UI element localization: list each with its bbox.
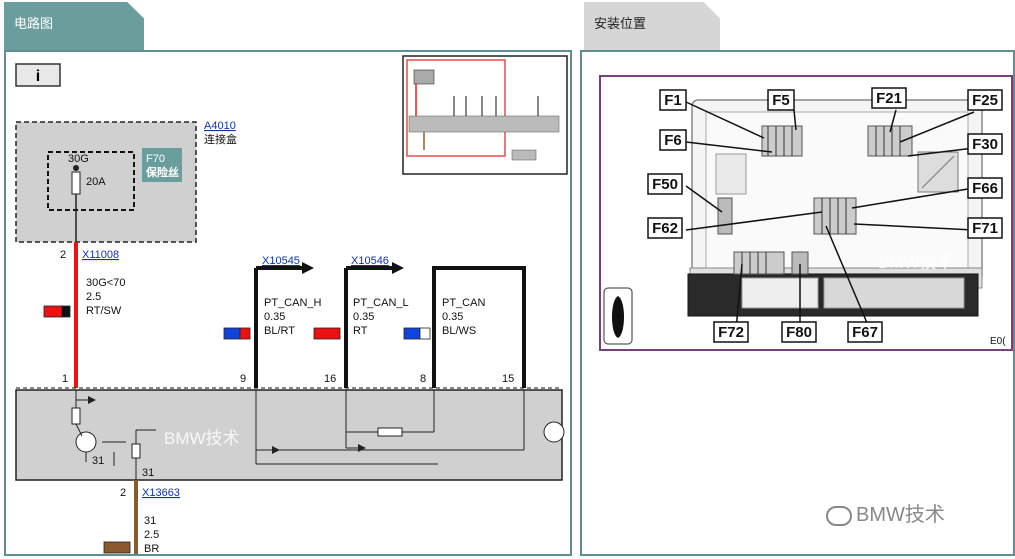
arrow-right-icon	[392, 262, 404, 274]
callout-label-f5: F5	[772, 92, 790, 109]
fuse-terminal	[73, 165, 79, 171]
diagram-thumbnail[interactable]	[402, 55, 568, 175]
wire4-pin2: 15	[502, 373, 514, 385]
callout-label-f66: F66	[972, 180, 998, 197]
wire1-pin: 1	[62, 373, 68, 385]
arrow-right-icon	[302, 262, 314, 274]
callout-box-f72	[713, 321, 749, 343]
callout-label-f30: F30	[972, 136, 998, 153]
wire5-signal: 31	[144, 515, 156, 527]
callout-label-f1: F1	[664, 92, 682, 109]
wire3-color: RT	[353, 325, 368, 337]
wire4-swatch	[403, 327, 431, 340]
photo-watermark: BMW技术	[878, 253, 954, 272]
fuse-name: 保险丝	[145, 165, 179, 179]
wire4-signal: PT_CAN	[442, 297, 485, 309]
transistor-symbol	[75, 431, 97, 453]
fuse-block-f66	[813, 197, 857, 235]
gauge-icon	[543, 421, 565, 443]
callout-label-f71: F71	[972, 220, 998, 237]
wire4-size: 0.35	[442, 311, 463, 323]
callout-label-f21: F21	[876, 90, 902, 107]
connector-top-pin: 2	[60, 249, 66, 261]
wire1-swatch	[43, 305, 71, 318]
wechat-icon	[826, 505, 852, 526]
fuse-pin-label: 30G	[68, 153, 89, 165]
wire2-color: BL/RT	[264, 325, 295, 337]
wire2-size: 0.35	[264, 311, 285, 323]
callout-box-f66	[967, 177, 1003, 199]
fuse-id: F70	[146, 153, 165, 165]
fuse-symbol	[71, 171, 81, 195]
callout-lines	[685, 101, 975, 331]
callout-box-f5	[767, 89, 795, 111]
callout-box-f80	[781, 321, 817, 343]
wire4-pin: 8	[420, 373, 426, 385]
car-orientation-icon	[603, 287, 633, 345]
callout-label-f67: F67	[852, 324, 878, 341]
callout-box-f1	[659, 89, 687, 111]
circuit-diagram-panel: i A4010 连接盒 30G 20A	[4, 50, 572, 556]
footer-watermark: BMW技术	[826, 498, 945, 527]
component-id-link[interactable]: A4010	[204, 120, 236, 132]
callout-label-f50: F50	[652, 176, 678, 193]
tab-install-location[interactable]: 安装位置	[584, 2, 720, 50]
circuit-diagram: i A4010 连接盒 30G 20A	[15, 55, 568, 555]
wire5-swatch	[103, 541, 131, 554]
connector-bottom-pin: 2	[120, 487, 126, 499]
wire3-signal: PT_CAN_L	[353, 297, 409, 309]
fuse-block-f72	[733, 251, 785, 275]
callout-box-f25	[967, 89, 1003, 111]
callout-box-f21	[871, 87, 907, 109]
wire3-size: 0.35	[353, 311, 374, 323]
callout-label-f6: F6	[664, 132, 682, 149]
callout-box-f67	[847, 321, 883, 343]
info-icon: i	[36, 68, 40, 85]
info-button[interactable]: i	[15, 63, 61, 87]
ground-label-a: 31	[92, 455, 104, 467]
corner-code: E0(	[990, 336, 1006, 347]
tab-circuit-diagram[interactable]: 电路图	[4, 2, 144, 50]
diagram-watermark: BMW技术	[164, 429, 240, 448]
wire3-pin: 16	[324, 373, 336, 385]
wire5-color: BR	[144, 543, 159, 554]
wire5-size: 2.5	[144, 529, 159, 541]
component-name: 连接盒	[204, 132, 237, 146]
callout-box-f30	[967, 133, 1003, 155]
callout-box-f50	[647, 173, 683, 195]
wire3-swatch	[313, 327, 341, 340]
wire1-size: 2.5	[86, 291, 101, 303]
callout-box-f62	[647, 217, 683, 239]
callout-box-f6	[659, 129, 687, 151]
wire4-color: BL/WS	[442, 325, 476, 337]
tab-circuit-diagram-label: 电路图	[14, 16, 54, 31]
fuse-rating: 20A	[86, 176, 106, 188]
callout-box-f71	[967, 217, 1003, 239]
callout-label-f80: F80	[786, 324, 812, 341]
control-module: 31 31 BMW技术	[15, 389, 565, 481]
connector-top-link[interactable]: X11008	[82, 249, 119, 261]
footer-watermark-text: BMW技术	[856, 504, 945, 526]
wire2-signal: PT_CAN_H	[264, 297, 322, 309]
tab-install-location-label: 安装位置	[594, 16, 647, 31]
wire1-color: RT/SW	[86, 305, 122, 317]
connector-x10546-link[interactable]: X10546	[351, 255, 389, 267]
wire2-pin: 9	[240, 373, 246, 385]
callout-label-f62: F62	[652, 220, 678, 237]
wire2-swatch	[223, 327, 251, 340]
fuse-id-badge	[142, 148, 182, 182]
wire1-signal: 30G<70	[86, 277, 125, 289]
connector-x10545-link[interactable]: X10545	[262, 255, 300, 267]
connector-bottom-link[interactable]: X13663	[142, 487, 180, 499]
fuse-block-f50	[717, 197, 733, 235]
callout-label-f72: F72	[718, 324, 744, 341]
callout-label-f25: F25	[972, 92, 998, 109]
wire-can-loop	[432, 266, 526, 388]
ground-label-b: 31	[142, 467, 154, 479]
connection-box: A4010 连接盒 30G 20A F70 保险丝	[15, 120, 237, 243]
